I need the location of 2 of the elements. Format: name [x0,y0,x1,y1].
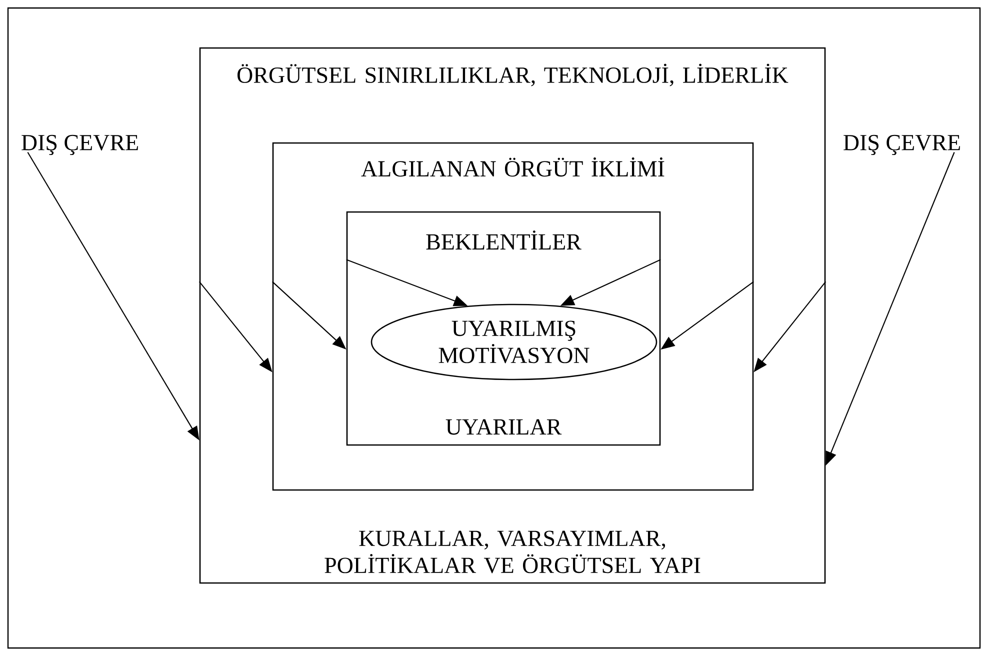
text-label: DIŞ ÇEVRE [22,134,138,156]
text-label: DIŞ ÇEVRE [844,134,960,156]
